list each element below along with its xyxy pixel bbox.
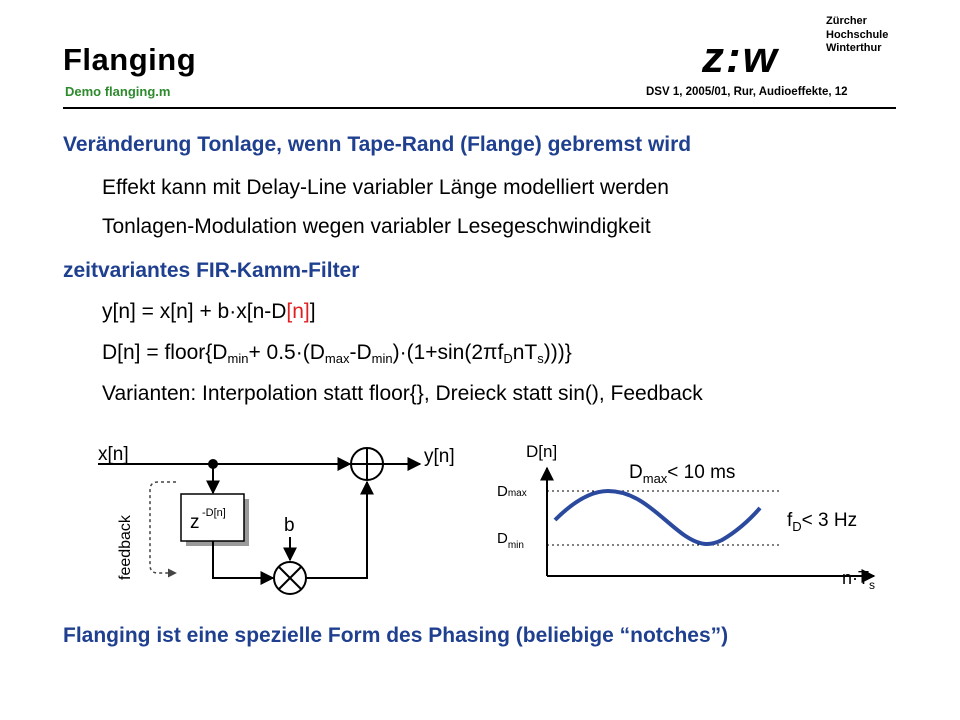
- logo-mark-text: z:w: [701, 38, 780, 78]
- multiplier-node: [273, 561, 307, 595]
- feedback-label: feedback: [117, 514, 134, 580]
- logo-line-1: Zürcher: [826, 15, 867, 27]
- bullet-pitch-modulation: Tonlagen-Modulation wegen variabler Lese…: [102, 215, 651, 238]
- dmax-constraint-note: Dmax< 10 ms: [629, 462, 735, 486]
- gain-label: b: [284, 515, 295, 536]
- institution-logo-text: Zürcher Hochschule Winterthur: [826, 15, 888, 56]
- branch-point: [208, 459, 218, 469]
- bullet-variants: Varianten: Interpolation statt floor{}, …: [102, 382, 703, 405]
- dmin-tick-label: Dmin: [497, 530, 524, 551]
- logo-line-3: Winterthur: [826, 42, 882, 54]
- y-axis-label: D[n]: [526, 442, 557, 461]
- equation-delay-index: [n]: [286, 300, 310, 323]
- logo-line-2: Hochschule: [826, 28, 889, 41]
- zhw-logo-mark: z:w: [701, 38, 780, 78]
- x-axis-label: n·Ts: [842, 568, 875, 592]
- heading-fir-comb: zeitvariantes FIR-Kamm-Filter: [63, 259, 360, 282]
- delay-label-base: z: [190, 512, 200, 533]
- delay-block: [180, 493, 245, 542]
- dmax-tick-label: Dmax: [497, 483, 527, 500]
- output-label: y[n]: [424, 446, 455, 467]
- delay-label-exponent: -D[n]: [202, 507, 226, 519]
- feedback-path: [149, 481, 177, 578]
- input-label: x[n]: [98, 444, 129, 465]
- demo-subtitle: Demo flanging.m: [65, 84, 171, 99]
- conclusion-text: Flanging ist eine spezielle Form des Pha…: [63, 624, 729, 647]
- delay-block-shadow: [186, 499, 249, 546]
- course-info: DSV 1, 2005/01, Rur, Audioeffekte, 12: [646, 86, 848, 98]
- fd-constraint-note: fD< 3 Hz: [787, 510, 857, 534]
- equation-output: y[n] = x[n] + b·x[n-D[n]]: [102, 300, 316, 323]
- page-title: Flanging: [63, 42, 197, 77]
- header-divider: [63, 107, 896, 109]
- feedforward-path: [306, 480, 374, 579]
- heading-pitch-change: Veränderung Tonlage, wenn Tape-Rand (Fla…: [63, 133, 692, 156]
- bullet-delay-line: Effekt kann mit Delay-Line variabler Län…: [102, 176, 669, 199]
- delay-curve: [553, 488, 762, 546]
- equation-delay: D[n] = floor{Dmin+ 0.5·(Dmax-Dmin)·(1+si…: [102, 341, 572, 366]
- sum-node: [350, 447, 384, 481]
